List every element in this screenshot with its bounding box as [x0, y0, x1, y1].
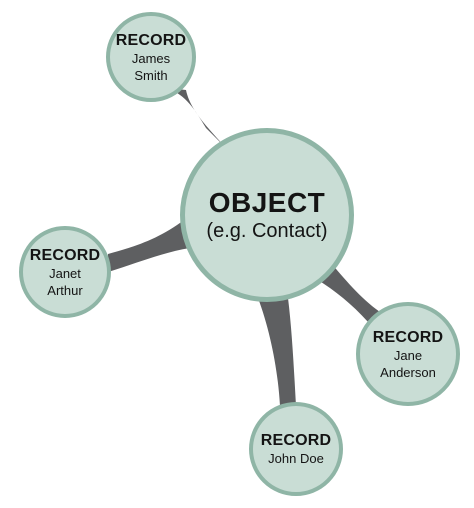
connector-james-smith — [168, 88, 226, 148]
record-name-line: Anderson — [380, 364, 436, 380]
record-title: RECORD — [372, 328, 444, 346]
record-name-line: James — [131, 50, 171, 66]
record-name-line: Arthur — [47, 282, 83, 298]
record-node-janet-arthur: RECORD Janet Arthur — [19, 226, 111, 318]
record-name-line: Janet — [49, 265, 81, 281]
connector-john-doe — [258, 298, 296, 406]
object-node: OBJECT (e.g. Contact) — [180, 128, 354, 302]
record-title: RECORD — [29, 246, 101, 264]
connector-jane-anderson — [318, 262, 380, 322]
record-name-line: Jane — [393, 347, 423, 363]
record-node-jane-anderson: RECORD Jane Anderson — [356, 302, 460, 406]
record-name-line: Smith — [134, 67, 168, 83]
record-node-james-smith: RECORD James Smith — [106, 12, 196, 102]
record-title: RECORD — [115, 31, 187, 49]
record-title: RECORD — [260, 432, 332, 449]
object-title: OBJECT — [208, 187, 326, 218]
record-node-john-doe: RECORD John Doe — [249, 402, 343, 496]
connector-janet-arthur — [108, 220, 190, 272]
record-name-line: John Doe — [268, 451, 324, 466]
object-subtitle: (e.g. Contact) — [206, 220, 328, 242]
